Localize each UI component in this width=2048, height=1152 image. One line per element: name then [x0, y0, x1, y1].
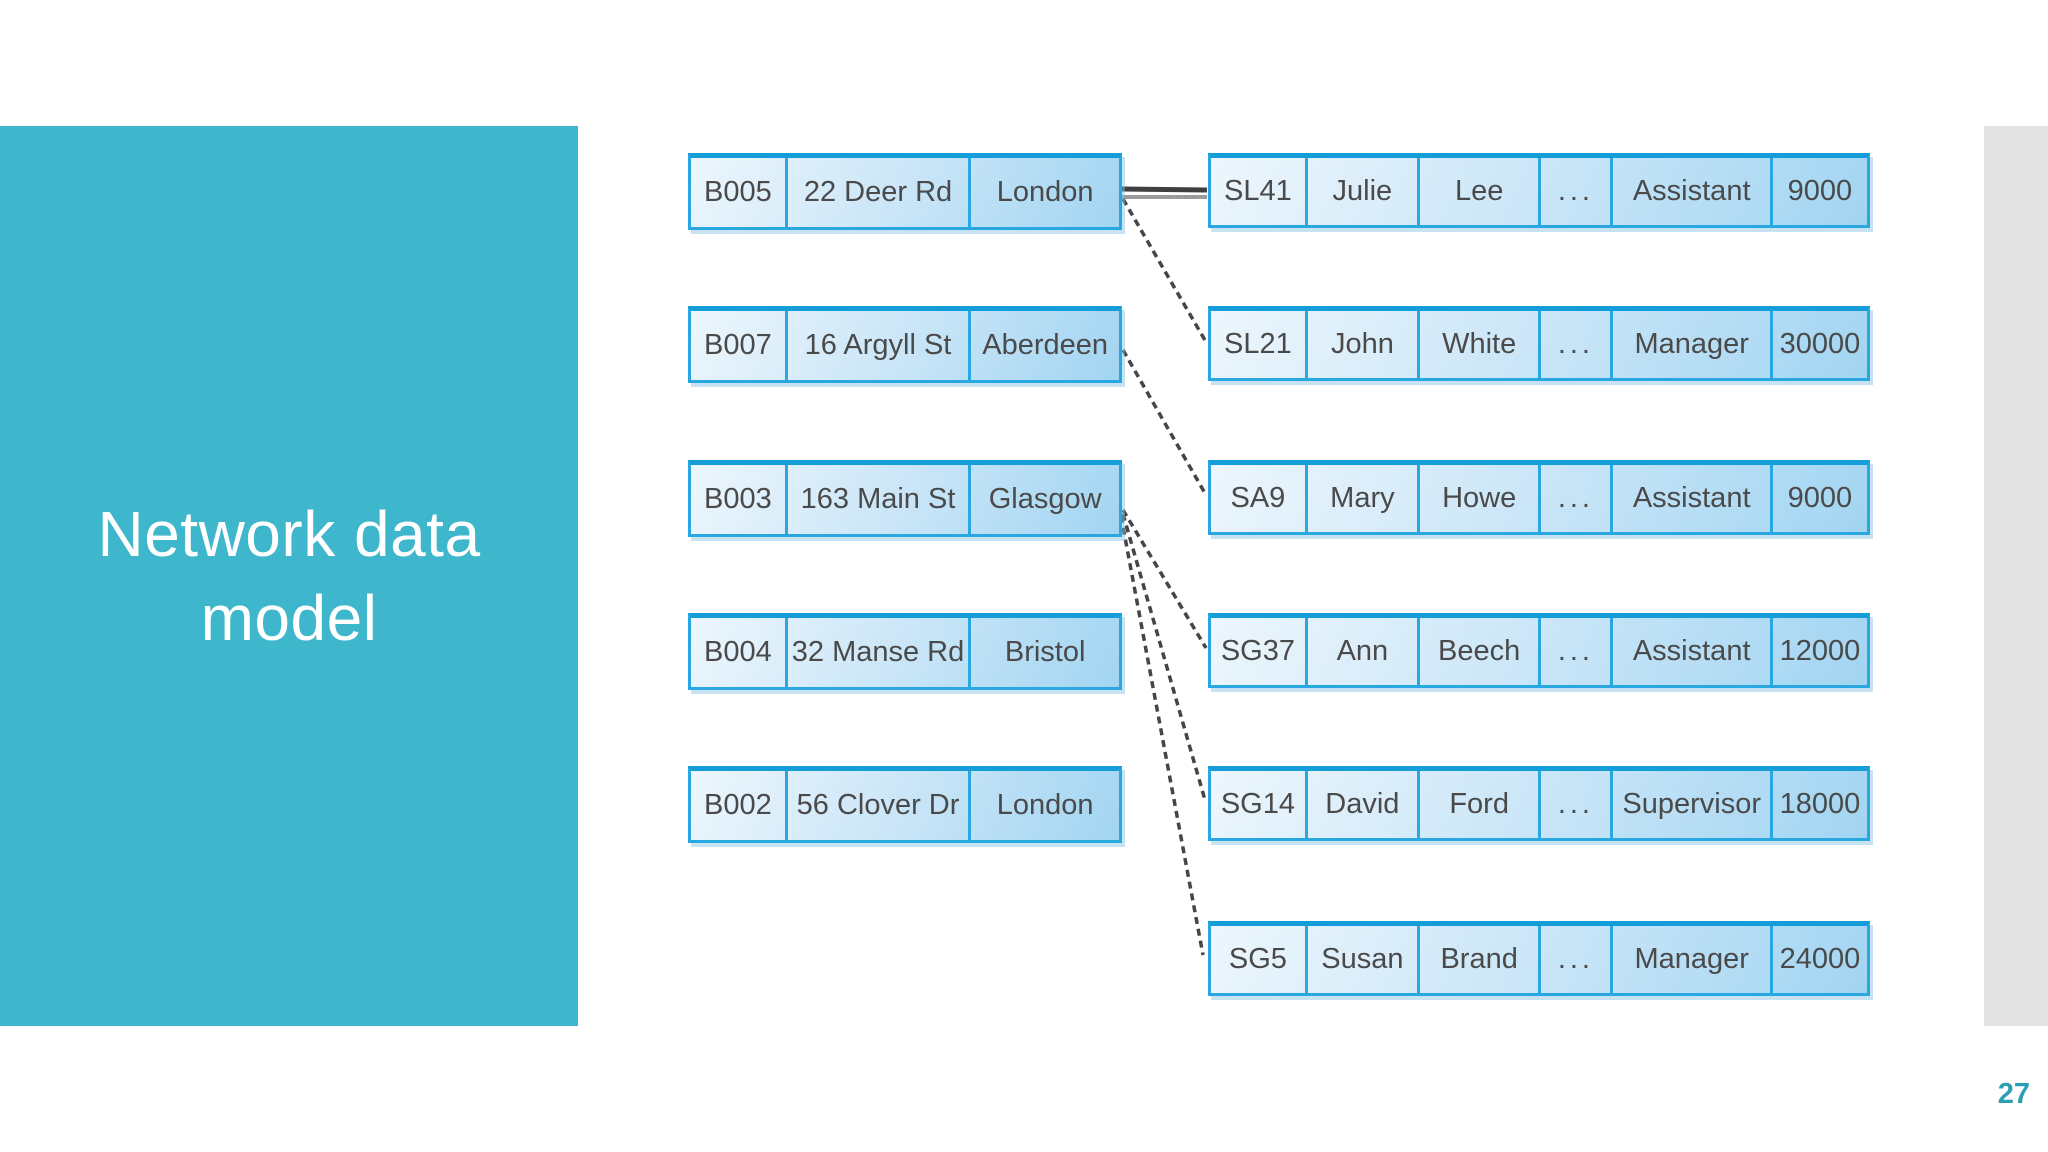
branch-street-cell: 163 Main St	[784, 465, 969, 534]
staff-record-row: SL21 John White ... Manager 30000	[1208, 306, 1870, 381]
staff-lastname-cell: Beech	[1416, 618, 1538, 685]
staff-id-cell: SL21	[1224, 328, 1292, 360]
branch-street-cell: 32 Manse Rd	[784, 618, 969, 687]
branch-street-cell: 56 Clover Dr	[784, 771, 969, 840]
staff-lastname-cell: Brand	[1416, 926, 1538, 993]
branch-record-row: B005 22 Deer Rd London	[688, 153, 1122, 230]
staff-ellipsis-cell: ...	[1538, 158, 1610, 225]
branch-city-cell: Glasgow	[968, 465, 1119, 534]
staff-firstname-cell: John	[1304, 311, 1417, 378]
staff-lastname-cell: Ford	[1416, 771, 1538, 838]
branch-record-row: B004 32 Manse Rd Bristol	[688, 613, 1122, 690]
staff-record-row: SG37 Ann Beech ... Assistant 12000	[1208, 613, 1870, 688]
slide-title: Network data model	[97, 492, 480, 661]
staff-firstname-cell: David	[1304, 771, 1417, 838]
staff-id-cell: SG14	[1220, 788, 1295, 820]
branch-city-cell: Bristol	[968, 618, 1119, 687]
staff-ellipsis-cell: ...	[1538, 465, 1610, 532]
staff-ellipsis-cell: ...	[1538, 311, 1610, 378]
branch-city-cell: Aberdeen	[968, 311, 1119, 380]
staff-position-cell: Supervisor	[1610, 771, 1769, 838]
branch-street-cell: 22 Deer Rd	[784, 158, 969, 227]
branch-street-cell: 16 Argyll St	[784, 311, 969, 380]
connector-b005-sl21	[1121, 198, 1208, 343]
branch-city-cell: London	[968, 771, 1119, 840]
branch-record-row: B007 16 Argyll St Aberdeen	[688, 306, 1122, 383]
staff-id-cell: SG5	[1228, 943, 1287, 975]
staff-record-row: SG14 David Ford ... Supervisor 18000	[1208, 766, 1870, 841]
staff-position-cell: Assistant	[1610, 618, 1769, 685]
title-panel: Network data model	[0, 126, 578, 1026]
staff-id-cell: SL41	[1224, 175, 1292, 207]
staff-lastname-cell: White	[1416, 311, 1538, 378]
staff-firstname-cell: Susan	[1304, 926, 1417, 993]
staff-id-cell: SG37	[1220, 635, 1295, 667]
staff-position-cell: Manager	[1610, 311, 1769, 378]
branch-id-cell: B004	[703, 636, 772, 668]
branch-city-cell: London	[968, 158, 1119, 227]
branch-record-row: B002 56 Clover Dr London	[688, 766, 1122, 843]
staff-ellipsis-cell: ...	[1538, 771, 1610, 838]
staff-record-row: SL41 Julie Lee ... Assistant 9000	[1208, 153, 1870, 228]
staff-salary-cell: 18000	[1769, 771, 1867, 838]
connector-b003-sg5	[1119, 515, 1205, 956]
staff-record-row: SG5 Susan Brand ... Manager 24000	[1208, 921, 1870, 996]
connector-b003-sg14	[1121, 513, 1207, 801]
staff-salary-cell: 9000	[1769, 465, 1867, 532]
connector-b007-sa9	[1121, 349, 1208, 496]
staff-lastname-cell: Lee	[1416, 158, 1538, 225]
staff-firstname-cell: Ann	[1304, 618, 1417, 685]
slide-title-line-2: model	[200, 582, 378, 654]
branch-id-cell: B005	[703, 176, 772, 208]
branch-id-cell: B007	[703, 329, 772, 361]
staff-ellipsis-cell: ...	[1538, 926, 1610, 993]
staff-salary-cell: 30000	[1769, 311, 1867, 378]
staff-salary-cell: 9000	[1769, 158, 1867, 225]
branch-id-cell: B003	[703, 483, 772, 515]
branch-record-row: B003 163 Main St Glasgow	[688, 460, 1122, 537]
staff-position-cell: Manager	[1610, 926, 1769, 993]
staff-record-row: SA9 Mary Howe ... Assistant 9000	[1208, 460, 1870, 535]
staff-position-cell: Assistant	[1610, 465, 1769, 532]
connector-b003-sg37	[1121, 509, 1208, 649]
staff-salary-cell: 24000	[1769, 926, 1867, 993]
slide-title-line-1: Network data	[97, 497, 481, 570]
staff-firstname-cell: Julie	[1304, 158, 1417, 225]
staff-firstname-cell: Mary	[1304, 465, 1417, 532]
staff-id-cell: SA9	[1230, 482, 1286, 514]
staff-ellipsis-cell: ...	[1538, 618, 1610, 685]
page-number: 27	[1997, 1078, 2030, 1110]
right-edge-strip	[1984, 126, 2048, 1026]
staff-lastname-cell: Howe	[1416, 465, 1538, 532]
staff-salary-cell: 12000	[1769, 618, 1867, 685]
branch-id-cell: B002	[703, 789, 772, 821]
staff-position-cell: Assistant	[1610, 158, 1769, 225]
connector-b005-sl41	[1121, 186, 1208, 193]
